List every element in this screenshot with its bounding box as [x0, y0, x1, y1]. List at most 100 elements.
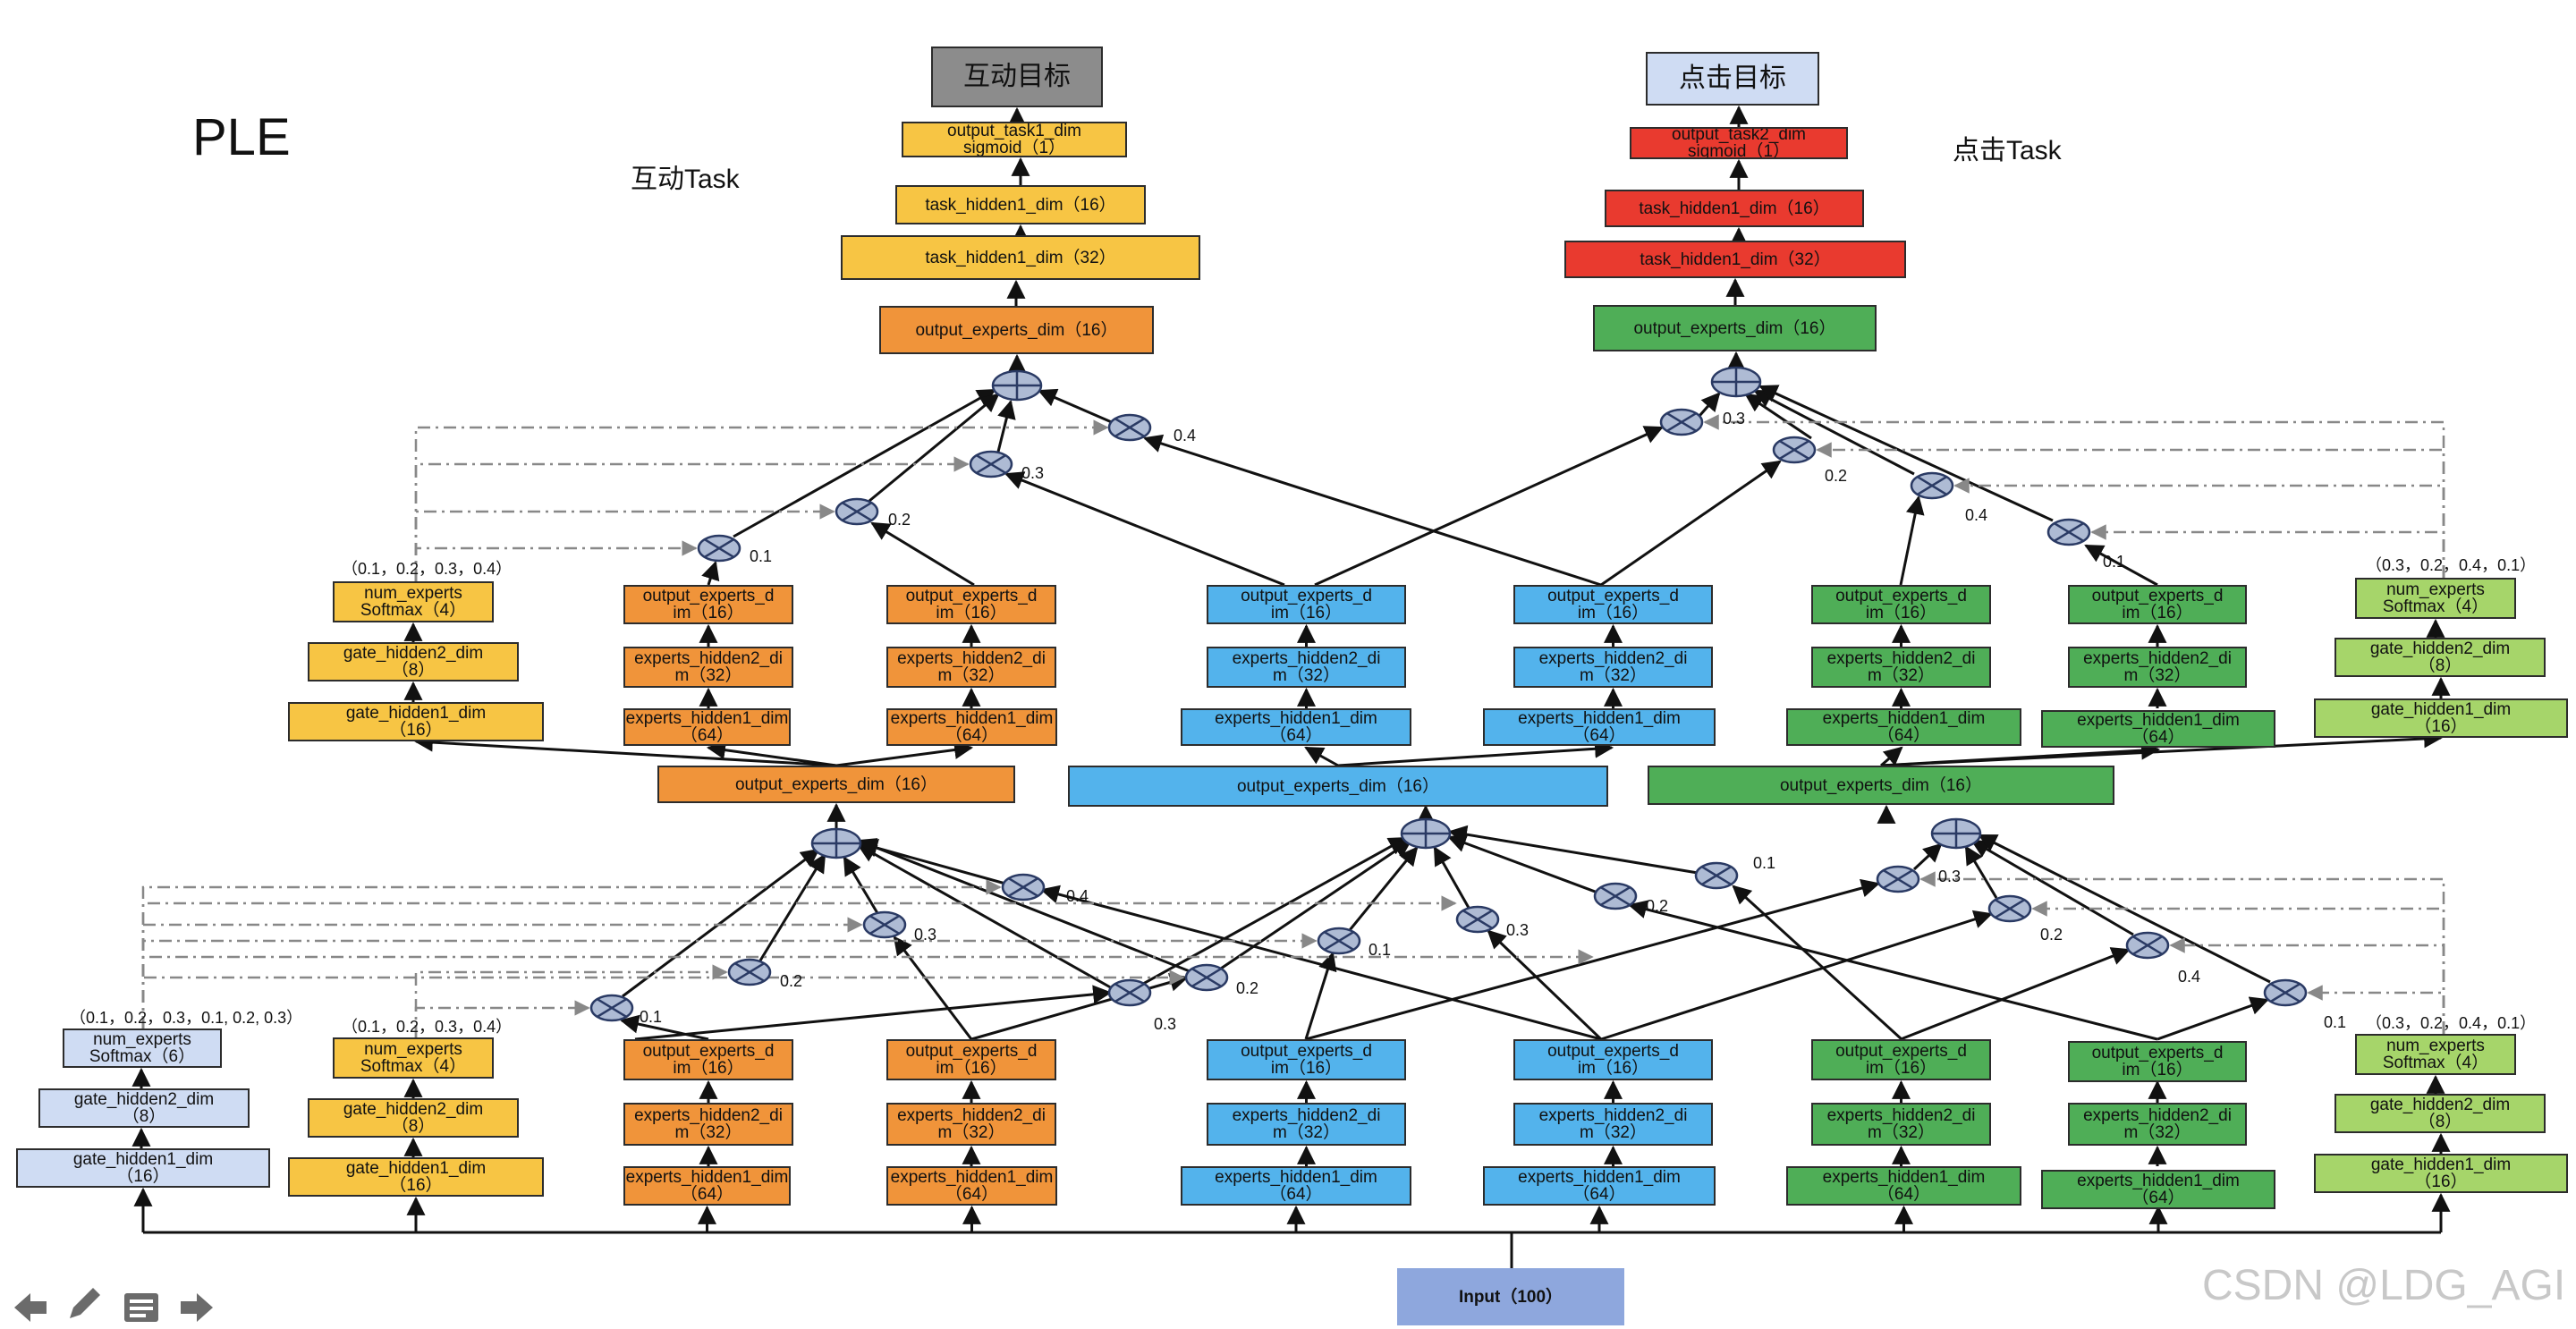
upper-expert-h1-2: experts_hidden1_dim （64）	[1181, 708, 1411, 746]
connection-line	[1912, 842, 1943, 871]
upper-expert-h2-3: experts_hidden2_di m（32）	[1513, 647, 1713, 688]
mul-lower-shared-03	[1455, 905, 1500, 934]
upper-expert-h1-5: experts_hidden1_dim （64）	[2041, 710, 2275, 748]
connection-line	[706, 741, 837, 767]
lower-gateS-h2: gate_hidden2_dim （8）	[38, 1088, 250, 1128]
arrow-left-icon[interactable]	[11, 1288, 50, 1327]
lower-expert-h2-4: experts_hidden2_di m（32）	[1811, 1103, 1991, 1146]
gate-weight-line-upper-t1-03	[414, 456, 970, 581]
connection-line	[1348, 846, 1419, 931]
mid-out-task1: output_experts_dim（16）	[657, 766, 1015, 803]
lower-gate2-h1: gate_hidden1_dim （16）	[2314, 1154, 2568, 1193]
sum-upper-task2	[1710, 366, 1762, 398]
connection-line	[1143, 434, 1602, 587]
gate-weight-line-upper-t1-04	[414, 419, 1109, 581]
target-task1: 互动目标	[931, 47, 1103, 107]
lower-expert-h2-2: experts_hidden2_di m（32）	[1207, 1103, 1406, 1146]
weight-label-lower-sh-03: 0.3	[1506, 921, 1530, 939]
gate-weight-line-upper-t1-01	[414, 540, 698, 581]
connection-line	[1600, 910, 1993, 1041]
connection-line	[634, 985, 1113, 1041]
lower-expert-h1-3: experts_hidden1_dim （64）	[1483, 1166, 1716, 1206]
gate-weight-line-lower-sh-x1	[141, 895, 1457, 1028]
mul-lower-task1-03	[862, 910, 907, 939]
lower-gate2-softmax: num_experts Softmax（4）	[2355, 1034, 2516, 1075]
tower2-hidden1: task_hidden1_dim（16）	[1605, 190, 1864, 227]
connection-line	[893, 935, 973, 1040]
upper-expert-h2-4: experts_hidden2_di m（32）	[1811, 647, 1991, 688]
connection-line	[1305, 878, 1881, 1041]
mid-out-shared: output_experts_dim（16）	[1068, 766, 1608, 807]
lower-expert-h1-4: experts_hidden1_dim （64）	[1786, 1166, 2021, 1206]
gate-weights-upper-2: （0.3，0.2，0.4，0.1）	[2366, 556, 2537, 574]
gate-weights-lower-shared: （0.1，0.2，0.3，0.1, 0.2, 0.3）	[70, 1009, 303, 1027]
lower-expert-h1-1: experts_hidden1_dim （64）	[886, 1166, 1057, 1206]
weight-label-upper-t2-04: 0.4	[1965, 506, 1988, 524]
connection-line	[619, 1014, 709, 1041]
gate-weight-line-lower-t2-01	[2307, 985, 2445, 1034]
lower-expert-h2-1: experts_hidden2_di m（32）	[886, 1103, 1056, 1146]
connection-line	[1433, 846, 1470, 909]
notes-icon[interactable]	[122, 1288, 161, 1327]
weight-label-upper-t2-01: 0.1	[2103, 553, 2126, 571]
mul-lower-task1-s02	[1184, 963, 1229, 992]
arrow-right-icon[interactable]	[177, 1288, 216, 1327]
upper-expert-out-0: output_experts_d im（16）	[623, 585, 793, 624]
connection-line	[2157, 996, 2269, 1041]
lower-gateS-softmax: num_experts Softmax（6）	[63, 1028, 222, 1068]
mul-lower-shared-01b	[1694, 861, 1739, 890]
connection-line	[857, 838, 1191, 973]
lower-expert-h2-0: experts_hidden2_di m（32）	[623, 1103, 793, 1146]
mul-upper-task2-03	[1659, 408, 1704, 436]
connection-line	[870, 521, 975, 587]
connection-line	[1899, 495, 1925, 586]
task1-label: 互动Task	[631, 165, 740, 194]
weight-label-upper-t1-03: 0.3	[1021, 464, 1045, 482]
gate-weights-lower-2: （0.3，0.2，0.4，0.1）	[2366, 1014, 2537, 1032]
sum-lower-task1	[810, 827, 862, 859]
weight-label-lower-t1-04: 0.4	[1066, 887, 1089, 905]
weight-label-lower-t2-03: 0.3	[1938, 868, 1962, 885]
connection-line	[1126, 836, 1408, 995]
upper-expert-out-2: output_experts_d im（16）	[1207, 585, 1406, 624]
tower1-experts-out: output_experts_dim（16）	[879, 306, 1154, 354]
connection-line	[1600, 460, 1782, 587]
target-task2: 点击目标	[1646, 52, 1819, 106]
weight-label-lower-sh-01: 0.1	[1368, 941, 1392, 959]
tower1-hidden0: task_hidden1_dim（32）	[841, 235, 1200, 280]
connection-line	[1880, 729, 2444, 767]
upper-gate1-softmax: num_experts Softmax（4）	[333, 581, 494, 622]
upper-expert-h1-4: experts_hidden1_dim （64）	[1786, 708, 2021, 746]
mul-lower-shared-01	[1317, 927, 1361, 955]
mul-upper-task1-01	[697, 534, 741, 563]
connection-line	[1758, 385, 2054, 522]
connection-line	[1970, 839, 2134, 936]
input-box: Input（100）	[1397, 1268, 1624, 1325]
connection-line	[857, 843, 1114, 991]
connection-line	[758, 853, 826, 961]
upper-expert-h2-5: experts_hidden2_di m（32）	[2068, 647, 2247, 688]
mul-upper-task2-04	[1910, 471, 1954, 500]
gate-weight-line-upper-t2-01	[2090, 524, 2445, 578]
lower-gate1-h1: gate_hidden1_dim （16）	[288, 1157, 544, 1197]
connection-line	[1207, 839, 1412, 979]
connection-line	[413, 732, 837, 767]
lower-gate2-h2: gate_hidden2_dim （8）	[2334, 1094, 2546, 1133]
lower-expert-out-4: output_experts_d im（16）	[1811, 1039, 1991, 1080]
connection-line	[869, 393, 1000, 503]
mul-upper-task2-02	[1772, 436, 1817, 464]
upper-gate1-h1: gate_hidden1_dim （16）	[288, 702, 544, 741]
connection-line	[1880, 746, 1903, 767]
weight-label-lower-t1-01: 0.1	[640, 1008, 663, 1026]
mul-lower-task2-03	[1876, 865, 1920, 893]
upper-gate2-h1: gate_hidden1_dim （16）	[2314, 698, 2568, 738]
mul-upper-task1-03	[969, 450, 1013, 478]
lower-expert-out-3: output_experts_d im（16）	[1513, 1039, 1713, 1080]
connection-line	[1487, 929, 1603, 1041]
gate-weight-line-upper-t2-03	[1703, 414, 2445, 578]
pen-icon[interactable]	[64, 1284, 104, 1324]
mid-out-task2: output_experts_dim（16）	[1648, 766, 2114, 805]
connection-line	[1627, 900, 2158, 1041]
upper-expert-out-4: output_experts_d im（16）	[1811, 585, 1991, 624]
connection-line	[1732, 885, 1903, 1041]
